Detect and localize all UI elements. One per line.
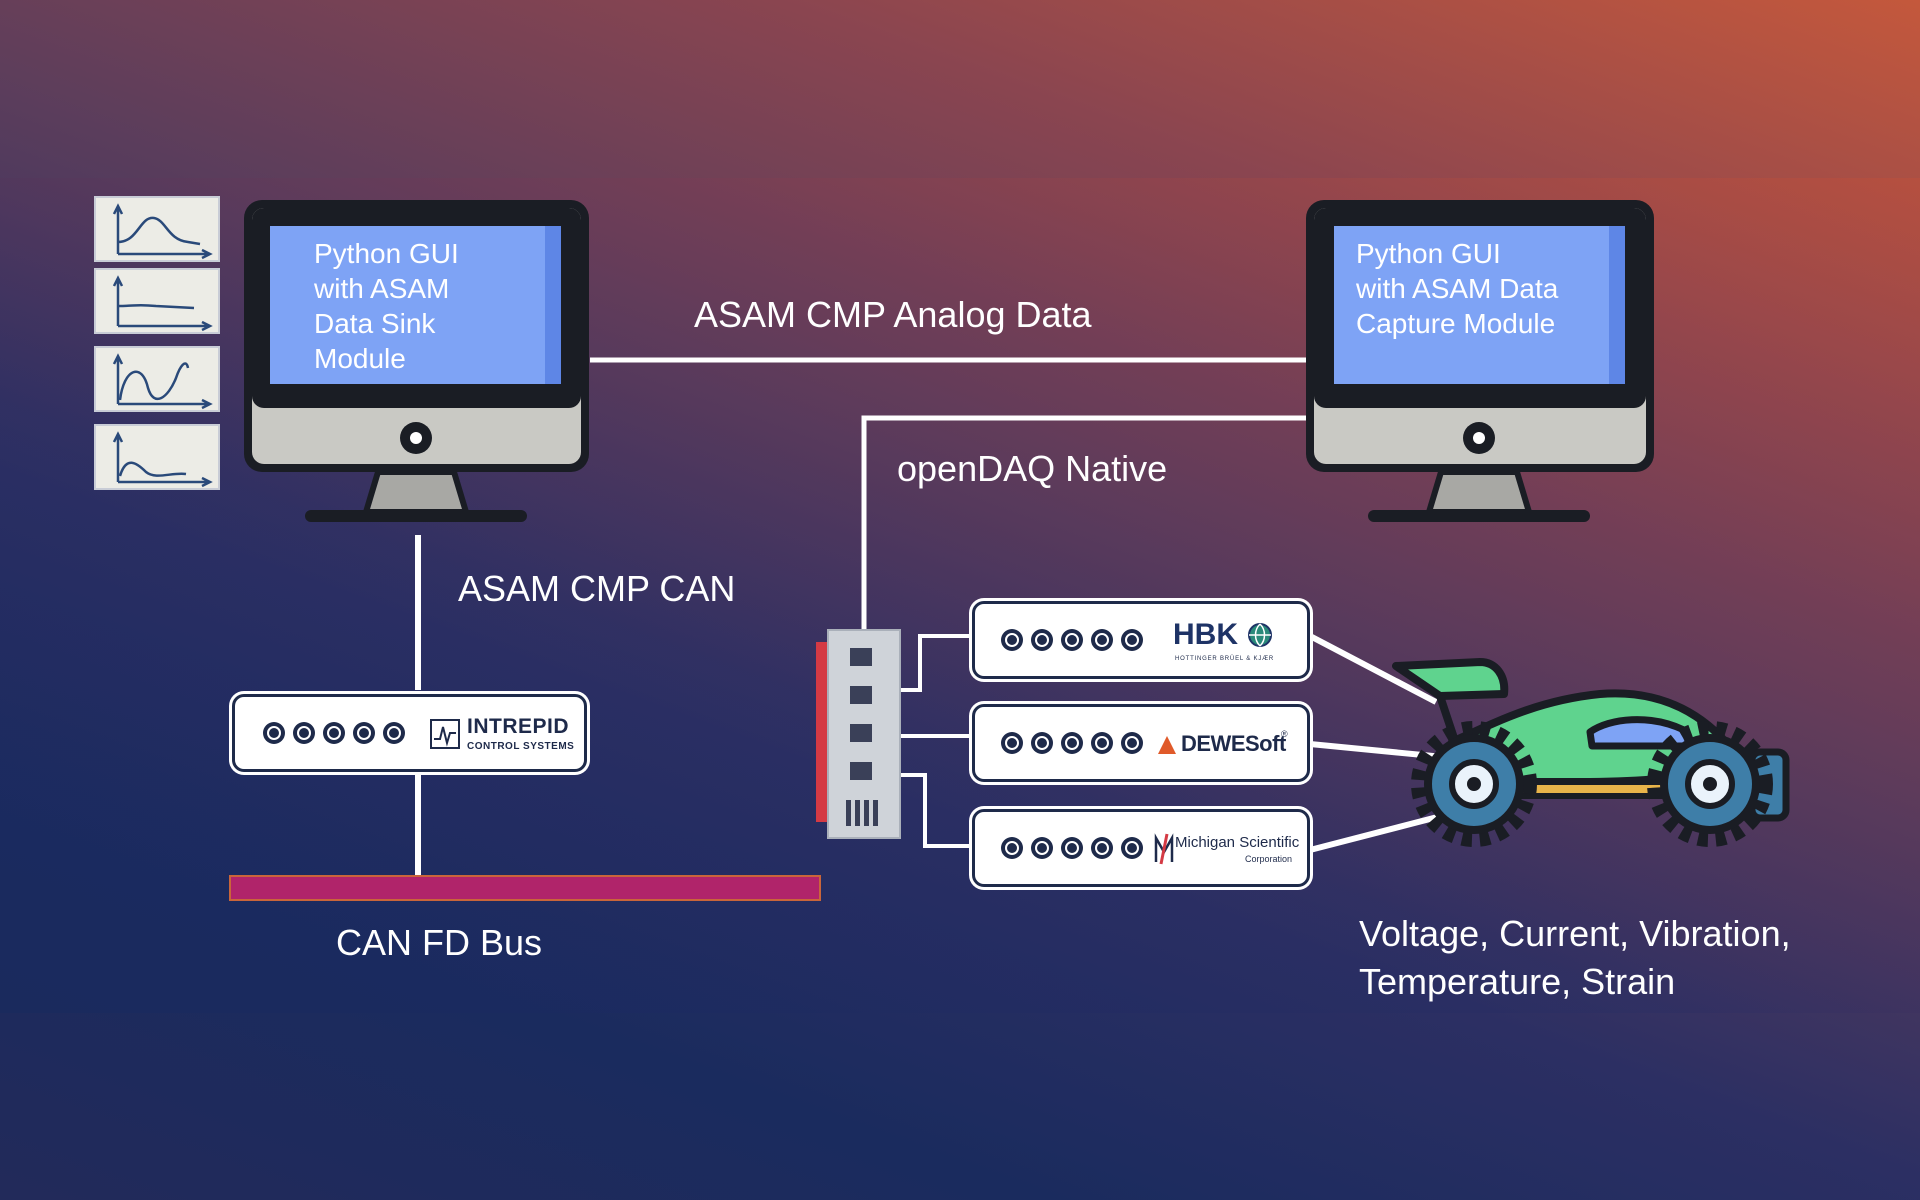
knob-icon xyxy=(1001,732,1023,754)
hbk-knobs xyxy=(1001,629,1143,651)
knob-icon xyxy=(353,722,375,744)
front-wheel xyxy=(1647,721,1773,847)
can-link-label: ASAM CMP CAN xyxy=(458,568,736,609)
intrepid-device: INTREPID CONTROL SYSTEMS xyxy=(232,694,587,772)
right-monitor-screen xyxy=(1334,226,1625,384)
graph-thumbnail-3 xyxy=(94,346,220,412)
graph-thumbnail-1 xyxy=(94,196,220,262)
rear-wheel xyxy=(1411,721,1537,847)
knob-icon xyxy=(383,722,405,744)
knob-icon xyxy=(1061,837,1083,859)
analog-link-label: ASAM CMP Analog Data xyxy=(694,294,1092,335)
knob-icon xyxy=(1001,837,1023,859)
left-monitor-screen xyxy=(270,226,561,384)
knob-icon xyxy=(1031,732,1053,754)
knob-icon xyxy=(1031,629,1053,651)
graph-thumbnail-2 xyxy=(94,268,220,334)
knob-icon xyxy=(323,722,345,744)
hbk-brand: HBK xyxy=(1173,618,1238,651)
can-fd-bus-label: CAN FD Bus xyxy=(336,922,543,963)
globe-icon xyxy=(1248,623,1272,647)
native-link-label: openDAQ Native xyxy=(897,448,1168,489)
knob-icon xyxy=(1091,732,1113,754)
intrepid-logo-icon xyxy=(430,719,460,749)
dewesoft-device: DEWESoft ® xyxy=(972,704,1310,782)
measurements-label: Voltage, Current, Vibration, Temperature… xyxy=(1359,913,1791,1002)
knob-icon xyxy=(1091,629,1113,651)
knob-icon xyxy=(1031,837,1053,859)
right-monitor-text: Python GUI with ASAM Data Capture Module xyxy=(1356,238,1559,339)
dewesoft-mark: ® xyxy=(1281,729,1288,739)
graph-thumbnail-4 xyxy=(94,424,220,490)
dewesoft-brand: DEWESoft xyxy=(1181,731,1286,756)
left-monitor-text: Python GUI with ASAM Data Sink Module xyxy=(314,238,459,374)
michigan-knobs xyxy=(1001,837,1143,859)
hbk-device: HBK HOTTINGER BRÜEL & KJÆR xyxy=(972,601,1310,679)
hbk-sub: HOTTINGER BRÜEL & KJÆR xyxy=(1175,656,1275,662)
intrepid-brand: INTREPID xyxy=(467,715,570,738)
intrepid-sub: CONTROL SYSTEMS xyxy=(467,741,575,752)
michigan-logo-icon xyxy=(1154,833,1174,865)
dewesoft-knobs xyxy=(1001,732,1143,754)
can-fd-bus-bar xyxy=(229,875,821,901)
dewesoft-logo-icon xyxy=(1158,736,1176,754)
intrepid-knobs xyxy=(263,722,405,744)
michigan-sub: Corporation xyxy=(1245,854,1293,864)
knob-icon xyxy=(1061,629,1083,651)
michigan-device: Michigan Scientific Corporation xyxy=(972,809,1310,887)
knob-icon xyxy=(293,722,315,744)
hbk-to-car-line xyxy=(1308,633,1438,705)
knob-icon xyxy=(1121,837,1143,859)
knob-icon xyxy=(1121,629,1143,651)
knob-icon xyxy=(1121,732,1143,754)
michigan-brand: Michigan Scientific xyxy=(1175,834,1300,851)
native-link-line xyxy=(861,415,1312,650)
knob-icon xyxy=(263,722,285,744)
knob-icon xyxy=(1091,837,1113,859)
knob-icon xyxy=(1061,732,1083,754)
knob-icon xyxy=(1001,629,1023,651)
